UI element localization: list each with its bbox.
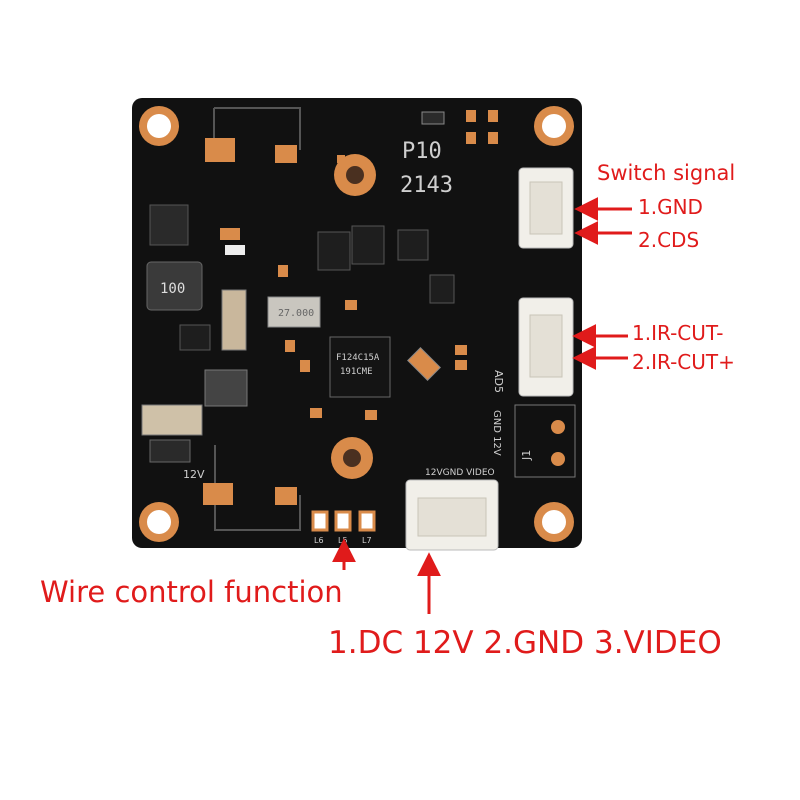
ircut-plus-label: 2.IR-CUT+ — [632, 350, 735, 374]
led-label-l7: L7 — [362, 536, 372, 545]
smd-resistor — [488, 110, 498, 122]
mounting-hole-bottom-left — [139, 502, 179, 542]
smd-resistor — [310, 408, 322, 418]
pad-top-left — [205, 138, 235, 162]
inductor-small — [204, 369, 248, 407]
silkscreen-12v: 12V — [183, 468, 205, 481]
transistor-ic-1 — [317, 231, 351, 271]
silkscreen-gnd12v: GND 12V — [491, 410, 502, 456]
pad-top-right — [275, 145, 297, 163]
led-label-l6: L6 — [314, 536, 324, 545]
chip-mark-line1: F124C15A — [336, 353, 380, 363]
smd-resistor — [365, 410, 377, 420]
switch-cds-label: 2.CDS — [638, 228, 700, 252]
mosfet-component — [149, 204, 189, 246]
smd-resistor — [220, 228, 240, 240]
smd-resistor — [300, 360, 310, 372]
regulator-ic — [179, 324, 211, 351]
ic-small — [397, 229, 429, 261]
led-pads — [311, 510, 376, 532]
switch-gnd-label: 1.GND — [638, 195, 703, 219]
pad-bottom-left — [203, 483, 233, 505]
ircut-minus-label: 1.IR-CUT- — [632, 321, 724, 345]
j1-outline — [514, 404, 576, 478]
crystal-mark: 27.000 — [278, 308, 314, 319]
wire-control-label: Wire control function — [40, 575, 343, 609]
smd-resistor — [488, 132, 498, 144]
diode-bottom-left — [149, 439, 191, 463]
capacitor-bottom-left — [141, 404, 203, 436]
mounting-hole-top-left — [139, 106, 179, 146]
switch-signal-title: Switch signal — [597, 161, 736, 185]
j1-pad — [551, 452, 565, 466]
crystal-oscillator — [267, 296, 321, 328]
capacitor-component — [221, 289, 247, 351]
transistor-ic-2 — [351, 225, 385, 265]
smd-resistor — [455, 360, 467, 370]
smd-resistor — [466, 132, 476, 144]
silkscreen-j1: J1 — [520, 450, 533, 461]
silkscreen-ad5: AD5 — [492, 370, 505, 393]
mounting-hole-bottom-right — [534, 502, 574, 542]
pad-bottom-right — [275, 487, 297, 505]
diode-component — [421, 111, 445, 125]
ic-small-right — [429, 274, 455, 304]
smd-resistor — [278, 265, 288, 277]
inductor-mark: 100 — [160, 281, 185, 297]
smd-cap — [225, 245, 245, 255]
power-pins-label: 1.DC 12V 2.GND 3.VIDEO — [328, 625, 722, 661]
silkscreen-date: 2143 — [400, 173, 453, 198]
smd-resistor — [285, 340, 295, 352]
smd-resistor — [455, 345, 467, 355]
pcb-board — [132, 98, 582, 548]
connector-inner — [529, 314, 563, 378]
smd-resistor — [466, 110, 476, 122]
smd-diode — [407, 347, 441, 381]
silkscreen-p10: P10 — [402, 139, 442, 164]
main-chip — [329, 336, 391, 398]
connector-inner — [529, 181, 563, 235]
j1-pad — [551, 420, 565, 434]
silkscreen-power-connector: 12VGND VIDEO — [425, 468, 495, 478]
center-hole-bottom — [331, 437, 373, 479]
small-pad — [337, 155, 345, 163]
mounting-hole-top-right — [534, 106, 574, 146]
center-hole-top — [334, 154, 376, 196]
inductor-component — [146, 261, 203, 311]
connector-inner — [417, 497, 487, 537]
smd-resistor — [345, 300, 357, 310]
chip-mark-line2: 191CME — [340, 367, 373, 377]
